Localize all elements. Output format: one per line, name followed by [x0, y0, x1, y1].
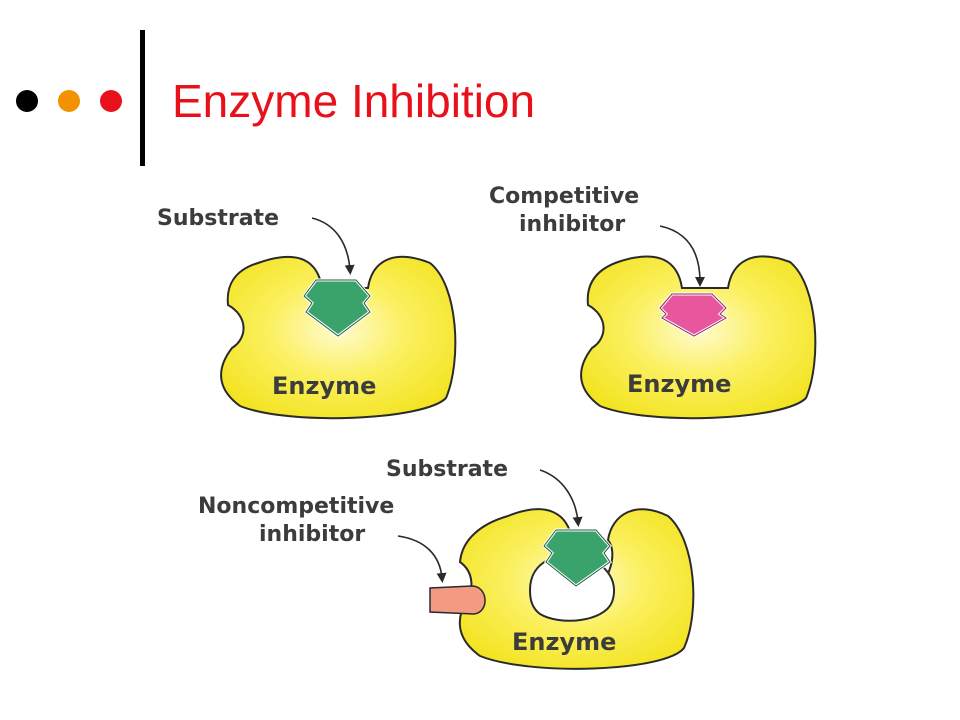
competitive-inhibitor-label-line1: Competitive — [489, 184, 639, 209]
bullet-dot-red — [100, 90, 122, 112]
enzyme-label-competitive: Enzyme — [627, 370, 731, 398]
panel-competitive-inhibition: Competitive inhibitor Enzyme — [489, 184, 817, 420]
competitive-inhibitor-arrow — [659, 225, 705, 287]
slide-title: Enzyme Inhibition — [172, 75, 536, 127]
substrate-label-noncompetitive: Substrate — [386, 457, 508, 482]
enzyme-label-noncompetitive: Enzyme — [512, 628, 616, 656]
noncompetitive-inhibitor-arrow — [397, 535, 447, 583]
panel-noncompetitive-inhibition: Substrate Noncompetitive inhibitor Enzym… — [198, 457, 695, 670]
panel-normal-binding: Substrate Enzyme — [157, 206, 457, 420]
noncompetitive-inhibitor-label-line1: Noncompetitive — [198, 494, 394, 519]
title-bullet-dots — [12, 86, 132, 116]
title-divider — [140, 30, 145, 166]
substrate-label-normal: Substrate — [157, 206, 279, 231]
bullet-dot-orange — [58, 90, 80, 112]
noncompetitive-inhibitor-label-line2: inhibitor — [259, 522, 365, 547]
substrate-arrow-normal — [311, 217, 355, 275]
enzyme-competitive — [580, 255, 817, 420]
noncompetitive-inhibitor-shape — [429, 585, 486, 615]
enzyme-label-normal: Enzyme — [272, 372, 376, 400]
bullet-dot-black — [16, 90, 38, 112]
competitive-inhibitor-label-line2: inhibitor — [519, 212, 625, 237]
substrate-arrow-noncompetitive — [539, 469, 583, 527]
